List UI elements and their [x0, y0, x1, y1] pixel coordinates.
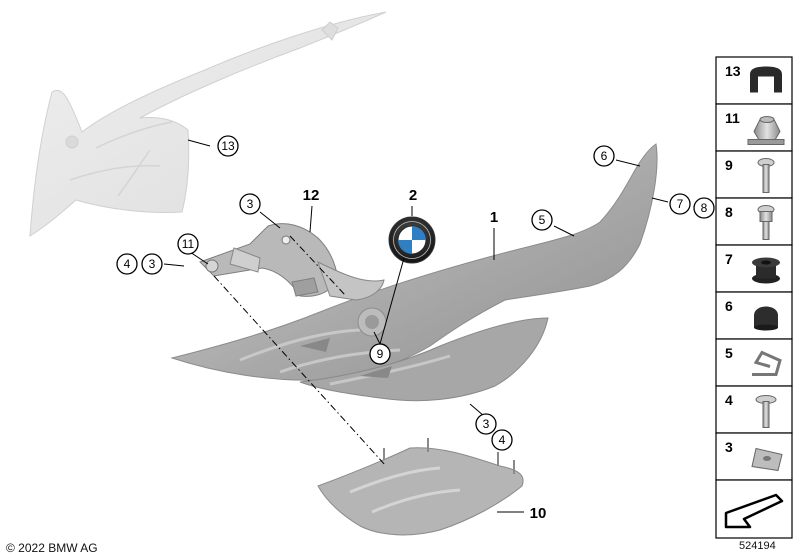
svg-text:3: 3 — [483, 417, 490, 431]
label-1: 1 — [490, 209, 498, 226]
parts-cell-number: 4 — [725, 392, 733, 408]
parts-cell-13: 13 — [715, 56, 793, 105]
svg-text:3: 3 — [149, 257, 156, 271]
svg-text:13: 13 — [221, 139, 235, 153]
arrow-sign-icon — [724, 493, 784, 529]
callout-3-left: 3 — [141, 253, 163, 275]
parts-column: 13 11 9 8 7 6 5 4 3 — [715, 56, 793, 539]
parts-cell-number: 13 — [725, 63, 741, 79]
svg-text:5: 5 — [539, 213, 546, 227]
callout-6: 6 — [593, 145, 615, 167]
parts-cell-8: 8 — [715, 197, 793, 246]
flange-screw-icon — [755, 395, 777, 428]
parts-cell-number: 8 — [725, 204, 733, 220]
leader-lines — [163, 139, 669, 513]
rubber-buffer-icon — [754, 306, 778, 331]
edge-trim-profile-icon — [750, 66, 782, 93]
callout-9: 9 — [369, 343, 391, 365]
tank-fairing-ghost — [29, 11, 387, 237]
lower-cover-part — [317, 438, 524, 536]
parts-cell-4: 4 — [715, 385, 793, 434]
parts-cell-number: 3 — [725, 439, 733, 455]
svg-text:6: 6 — [601, 149, 608, 163]
callout-13-ghost: 13 — [217, 135, 239, 157]
callout-4-left: 4 — [116, 253, 138, 275]
collar-screw-icon — [757, 205, 775, 240]
callout-5: 5 — [531, 209, 553, 231]
callout-3-bracket: 3 — [239, 193, 261, 215]
diagram-number: 524194 — [739, 540, 776, 552]
parts-cell-frame — [715, 197, 793, 246]
bracket-part — [199, 223, 385, 301]
parts-cell-9: 9 — [715, 150, 793, 199]
svg-text:4: 4 — [124, 257, 131, 271]
parts-cell-6: 6 — [715, 291, 793, 340]
svg-text:8: 8 — [701, 201, 708, 215]
parts-cell-number: 7 — [725, 251, 733, 267]
parts-cell-7: 7 — [715, 244, 793, 293]
parts-cell-frame — [715, 150, 793, 199]
screw-icon — [757, 158, 775, 193]
parts-cell-number: 9 — [725, 157, 733, 173]
svg-text:4: 4 — [499, 433, 506, 447]
svg-text:9: 9 — [377, 347, 384, 361]
parts-cell-number: 6 — [725, 298, 733, 314]
label-2: 2 — [409, 187, 417, 204]
callout-8: 8 — [693, 197, 715, 219]
label-12: 12 — [303, 187, 320, 204]
parts-cell-11: 11 — [715, 103, 793, 152]
label-10: 10 — [530, 505, 547, 522]
parts-cell-number: 5 — [725, 345, 733, 361]
callout-7: 7 — [669, 193, 691, 215]
parts-cell-frame — [715, 385, 793, 434]
svg-text:7: 7 — [677, 197, 684, 211]
callout-11: 11 — [177, 233, 199, 255]
spring-clip-icon — [752, 350, 782, 376]
callout-4-low: 4 — [491, 429, 513, 451]
parts-cell-number: 11 — [725, 110, 740, 126]
copyright-text: © 2022 BMW AG — [6, 541, 98, 555]
parts-cell-3: 3 — [715, 432, 793, 481]
bmw-emblem-icon — [388, 216, 436, 264]
side-panel-part — [170, 143, 658, 402]
rubber-grommet-icon — [752, 257, 780, 284]
hex-nut-icon — [747, 116, 785, 145]
parts-cell-arrow — [715, 479, 793, 539]
callout-3-low: 3 — [475, 413, 497, 435]
speed-nut-icon — [751, 447, 783, 472]
svg-text:11: 11 — [182, 237, 195, 251]
svg-text:3: 3 — [247, 197, 254, 211]
parts-cell-5: 5 — [715, 338, 793, 387]
